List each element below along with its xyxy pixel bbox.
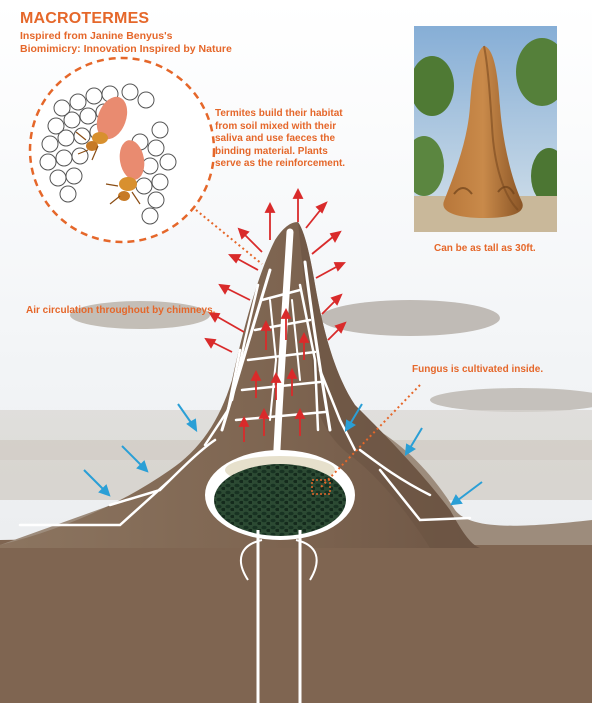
tunnel-network — [18, 228, 472, 527]
hot-air-arrow — [280, 307, 292, 340]
habitat-note-line: binding material. Plants — [215, 145, 328, 157]
termite-worker-2 — [105, 140, 145, 205]
cool-air-arrow — [450, 481, 483, 506]
cellar-pillar — [256, 530, 302, 703]
hot-air-arrow — [208, 311, 245, 333]
hot-air-arrow — [250, 369, 262, 398]
hot-air-arrow — [228, 254, 259, 271]
subtitle: Inspired from Janine Benyus's Biomimicry… — [20, 30, 280, 56]
height-note: Can be as tall as 30ft. — [434, 243, 536, 254]
hot-air-arrow — [315, 262, 346, 279]
fungus-garden — [214, 464, 346, 536]
cool-air-arrow — [121, 445, 149, 473]
fungus-note: Fungus is cultivated inside. — [412, 364, 544, 375]
ground-soil — [0, 530, 592, 703]
hot-air-arrow — [270, 371, 282, 400]
cellar-pillar-inner — [239, 539, 318, 581]
photo-image — [414, 26, 557, 232]
hot-air-arrow — [321, 293, 343, 315]
habitat-note-line: Termites build their habitat — [215, 108, 343, 119]
hot-air-arrows — [204, 187, 347, 442]
subtitle-line-2: Biomimicry: Innovation Inspired by Natur… — [20, 43, 232, 55]
hot-air-arrow — [286, 367, 298, 396]
cool-air-arrow — [404, 427, 423, 456]
fungus-leader-line — [319, 384, 421, 489]
habitat-note-line: saliva and use faeces the — [215, 133, 336, 144]
subtitle-line-1: Inspired from Janine Benyus's — [20, 30, 173, 42]
cool-air-arrow — [83, 469, 111, 497]
cool-air-arrow — [344, 403, 363, 432]
page-title: MACROTERMES — [20, 10, 150, 27]
termite-mound-body — [0, 222, 480, 548]
fungus-highlight-box — [311, 479, 331, 495]
habitat-note: Termites build their habitat from soil m… — [215, 108, 385, 171]
hot-air-arrow — [305, 201, 328, 229]
habitat-note-line: serve as the reinforcement. — [215, 158, 346, 169]
air-circulation-note: Air circulation throughout by chimneys. — [26, 305, 216, 316]
termite-worker-1 — [75, 96, 128, 161]
termite-mound-photo — [414, 26, 557, 232]
hot-air-arrow — [258, 407, 270, 436]
hot-air-arrow — [264, 201, 276, 240]
hot-air-arrow — [218, 283, 251, 301]
hot-air-arrow — [204, 337, 233, 353]
closeup-leader-line — [195, 209, 263, 265]
habitat-note-line: from soil mixed with their — [215, 120, 337, 132]
cool-air-arrows — [83, 403, 483, 506]
hot-air-arrow — [327, 321, 347, 341]
hot-air-arrow — [311, 230, 342, 255]
hot-air-arrow — [298, 331, 310, 360]
hot-air-arrow — [238, 415, 250, 442]
cool-air-arrow — [177, 403, 198, 433]
termite-closeup — [28, 56, 216, 244]
hot-air-arrow — [260, 319, 272, 350]
hot-air-arrow — [294, 407, 306, 436]
hot-air-arrow — [237, 227, 263, 253]
hot-air-arrow — [292, 187, 304, 222]
